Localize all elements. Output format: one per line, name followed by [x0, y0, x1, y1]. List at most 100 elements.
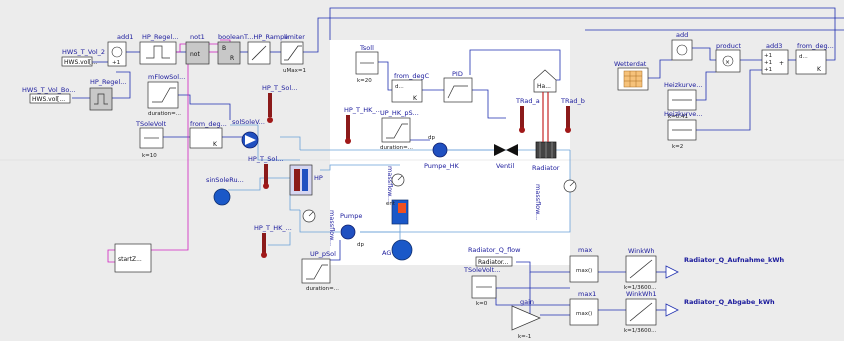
- mflowsol-label: mFlowSol...: [148, 73, 185, 81]
- integrator1-icon: [629, 302, 653, 322]
- umax-label: uMax=1: [283, 68, 306, 74]
- hws-vol-bot-text: HWS.vol[...: [32, 96, 65, 103]
- hp-regel-label: HP_Regel...: [142, 33, 178, 41]
- up-psol-label: UP_pSol: [310, 250, 336, 258]
- block-up-hk-p[interactable]: UP_HK_pS... duration=...: [380, 109, 419, 151]
- block-product[interactable]: product ×: [715, 42, 741, 73]
- block-radiator-q-flow[interactable]: Radiator_Q_flow Radiator...: [468, 246, 521, 267]
- add3-plus-sign: +: [779, 60, 784, 67]
- block-from-degc[interactable]: from_degC d... K: [391, 72, 430, 103]
- heat-pump-hp[interactable]: HP: [289, 164, 323, 196]
- block-add[interactable]: add: [671, 31, 693, 61]
- sensor-massflow-right[interactable]: massflow...: [534, 179, 577, 220]
- sinsoleru-label: sinSoleRu...: [206, 176, 244, 184]
- sensor-hp-t-hk[interactable]: HP_T_HK_...: [344, 106, 382, 144]
- pumpe-label: Pumpe: [340, 212, 362, 220]
- soluvolv-label: solSoleV...: [232, 118, 265, 126]
- gain-k: k=-1: [518, 334, 531, 340]
- sensor-massflow-hp[interactable]: massflow...: [302, 209, 336, 246]
- block-limiter[interactable]: limiter uMax=1: [280, 33, 306, 74]
- block-max1[interactable]: max1 max(): [569, 290, 599, 326]
- wire-tsoll: [378, 61, 392, 91]
- sensor-trad-b[interactable]: TRad_b: [560, 97, 585, 133]
- pump-hk-dp: dp: [428, 135, 435, 141]
- block-startz[interactable]: startZ...: [114, 243, 152, 273]
- from-degc-k: K: [413, 95, 418, 102]
- block-tsolevolt[interactable]: TSoleVolt k=10: [135, 120, 167, 159]
- ag-h-label: ent: [386, 201, 396, 207]
- hws-t-vol2-label: HWS_T_Vol_2: [62, 48, 105, 56]
- block-from-deg1[interactable]: from_deg... K: [189, 120, 227, 149]
- massflow-right-label: massflow...: [534, 184, 542, 220]
- output-aufnahme[interactable]: Radiator_Q_Aufnahme_kWh: [665, 256, 785, 279]
- sensor-hp-t-sol2[interactable]: HP_T_Sol...: [248, 155, 283, 189]
- startz-box: [114, 243, 152, 273]
- block-pid[interactable]: PID: [443, 70, 473, 103]
- block-winkwh1[interactable]: WinkWh1 k=1/3600...: [624, 290, 657, 334]
- storage-ag[interactable]: AG ent: [382, 199, 413, 261]
- from-degc-label: from_degC: [394, 72, 430, 80]
- block-heizkurve2[interactable]: Heizkurve... k=2: [664, 110, 703, 150]
- hk2-bulb-icon: [261, 252, 267, 258]
- pump-hk[interactable]: dp Pumpe_HK: [424, 135, 460, 170]
- winkwh1-k: k=1/3600...: [624, 328, 657, 334]
- hws-vol-top-text: HWS.vol[...: [64, 59, 97, 66]
- block-mflowsol[interactable]: mFlowSol... duration=...: [147, 73, 185, 117]
- valve-ventil[interactable]: Ventil: [494, 144, 518, 170]
- sensor-trad-a[interactable]: TRad_a: [515, 97, 540, 133]
- wire-heizkurve2: [696, 69, 762, 131]
- hysteresis-icon: [146, 45, 170, 59]
- sol2-thermometer-icon: [264, 164, 268, 184]
- block-hp-regel[interactable]: HP_Regel...: [139, 33, 178, 65]
- pump-pumpe[interactable]: Pumpe dp: [340, 212, 364, 248]
- pid-icon: [447, 85, 468, 99]
- from-deg1-k: K: [213, 141, 218, 148]
- block-add1[interactable]: add1 +1: [107, 33, 133, 67]
- fluid-pumpe: [299, 210, 340, 233]
- add-circle-icon: [676, 44, 688, 56]
- block-max[interactable]: max max(): [569, 246, 599, 283]
- block-hp-regel2[interactable]: HP_Regel...: [89, 78, 126, 111]
- block-gain[interactable]: gain k=-1: [511, 298, 541, 340]
- block-tsolevolt2[interactable]: TSoleVolt... k=0: [463, 266, 500, 307]
- hws-t-vol-bo-label: HWS_T_Vol_Bo...: [22, 86, 75, 94]
- block-add3[interactable]: add3 +1 +1 +1 +: [761, 42, 789, 75]
- winkwh-k: k=1/3600...: [624, 285, 657, 291]
- radiator-label: Radiator: [532, 164, 560, 172]
- sensor-hp-t-hk2[interactable]: HP_T_HK_...: [254, 224, 292, 258]
- block-tsoll[interactable]: Tsoll k=20: [355, 44, 379, 84]
- sensor-hp-t-sol1[interactable]: HP_T_Sol...: [262, 84, 297, 123]
- out-aufnahme-label: Radiator_Q_Aufnahme_kWh: [684, 256, 785, 264]
- block-ha[interactable]: Ha...: [533, 69, 557, 93]
- block-wetterdat[interactable]: Wetterdat: [614, 60, 649, 91]
- up-hk-ramp-icon: [386, 123, 408, 139]
- sensor-massflow-mid[interactable]: massflow...: [386, 166, 405, 202]
- trad-a-thermometer-icon: [520, 106, 524, 128]
- block-from-deg2[interactable]: from_deg... d... K: [795, 42, 834, 75]
- block-heizkurve1[interactable]: Heizkurve... k=0.41: [664, 81, 703, 120]
- wetterdat-label: Wetterdat: [614, 60, 647, 68]
- block-rampe[interactable]: [247, 41, 271, 65]
- block-up-psol[interactable]: UP_pSol duration=...: [301, 250, 339, 292]
- block-winkwh[interactable]: WinkWh k=1/3600...: [624, 247, 657, 291]
- tsoll-label: Tsoll: [359, 44, 374, 52]
- block-boolean-rampe[interactable]: booleanT...HP_Rampe B R: [217, 33, 288, 65]
- from-deg2-dots: d...: [799, 54, 808, 60]
- output-abgabe[interactable]: Radiator_Q_Abgabe_kWh: [665, 298, 775, 317]
- pump-soluvolv[interactable]: solSoleV...: [232, 118, 265, 149]
- radiator[interactable]: Radiator: [532, 92, 560, 172]
- limiter-label: limiter: [284, 33, 305, 41]
- tsolevolt-k: k=10: [142, 153, 157, 159]
- block-hws-t-vol-bo[interactable]: HWS_T_Vol_Bo... HWS.vol[...: [22, 86, 75, 104]
- block-hws-t-vol2[interactable]: HWS_T_Vol_2 HWS.vol[...: [61, 48, 105, 67]
- wire-hpregel2: [112, 71, 131, 99]
- trad-a-bulb-icon: [519, 127, 525, 133]
- boolean-wire-startz: [107, 52, 189, 263]
- integrator-icon: [629, 259, 653, 279]
- wire-fromdeg-loop: [329, 7, 836, 61]
- block-not1[interactable]: not1 not: [185, 33, 210, 65]
- source-sinsoleru[interactable]: sinSoleRu...: [206, 176, 244, 206]
- max-inner: max(): [576, 268, 592, 274]
- wire-qflow-max: [516, 261, 570, 273]
